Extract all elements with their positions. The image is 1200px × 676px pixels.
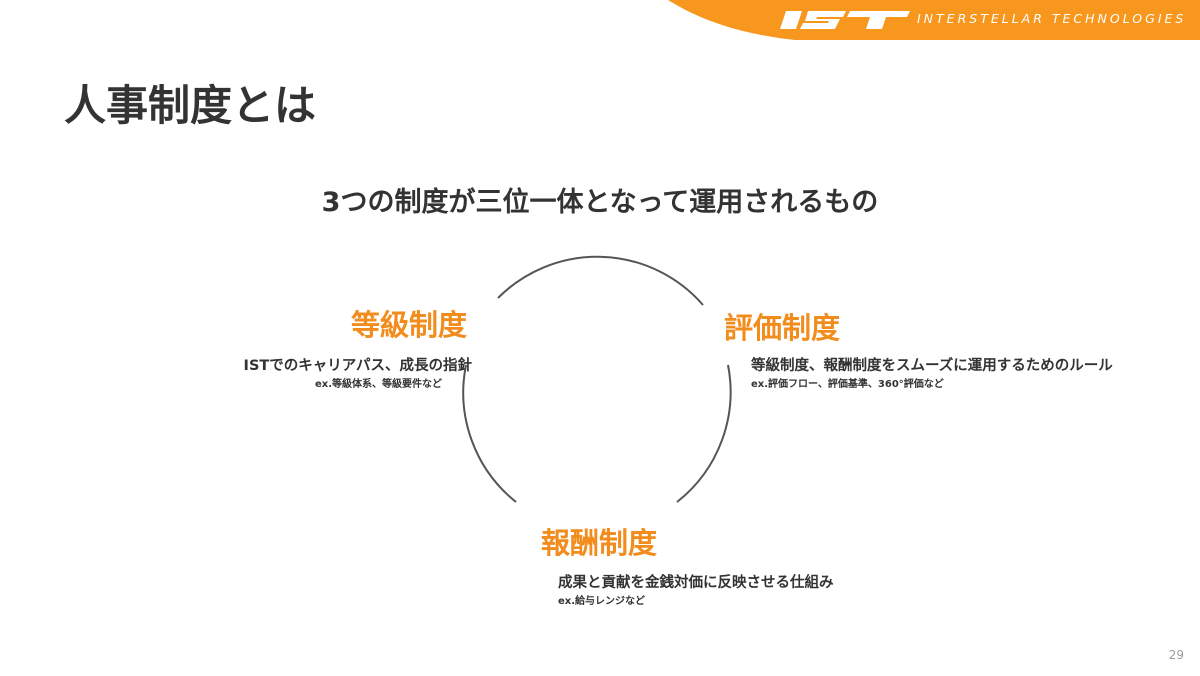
cycle-arc-left bbox=[462, 364, 517, 503]
company-name: INTERSTELLAR TECHNOLOGIES bbox=[917, 11, 1187, 26]
compensation-system-example: ex.給与レンジなど bbox=[558, 596, 646, 607]
grade-system-example: ex.等級体系、等級要件など bbox=[314, 379, 442, 390]
grade-system-description: ISTでのキャリアパス、成長の指針 bbox=[243, 358, 472, 374]
compensation-system-title: 報酬制度 bbox=[541, 526, 658, 560]
slide-subtitle: 3つの制度が三位一体となって運用されるもの bbox=[321, 187, 879, 218]
compensation-system-description: 成果と貢献を金銭対価に反映させる仕組み bbox=[558, 575, 834, 591]
page-number: 29 bbox=[1168, 648, 1184, 662]
evaluation-system-title: 評価制度 bbox=[724, 311, 841, 345]
cycle-arc-right bbox=[676, 364, 732, 503]
header-band bbox=[668, 0, 1200, 40]
company-logo bbox=[780, 11, 910, 29]
grade-system-title: 等級制度 bbox=[351, 308, 468, 342]
evaluation-system-description: 等級制度、報酬制度をスムーズに運用するためのルール bbox=[751, 358, 1113, 374]
cycle-arc-top bbox=[497, 255, 704, 306]
evaluation-system-example: ex.評価フロー、評価基準、360°評価など bbox=[751, 379, 944, 390]
page-title: 人事制度とは bbox=[64, 81, 317, 130]
